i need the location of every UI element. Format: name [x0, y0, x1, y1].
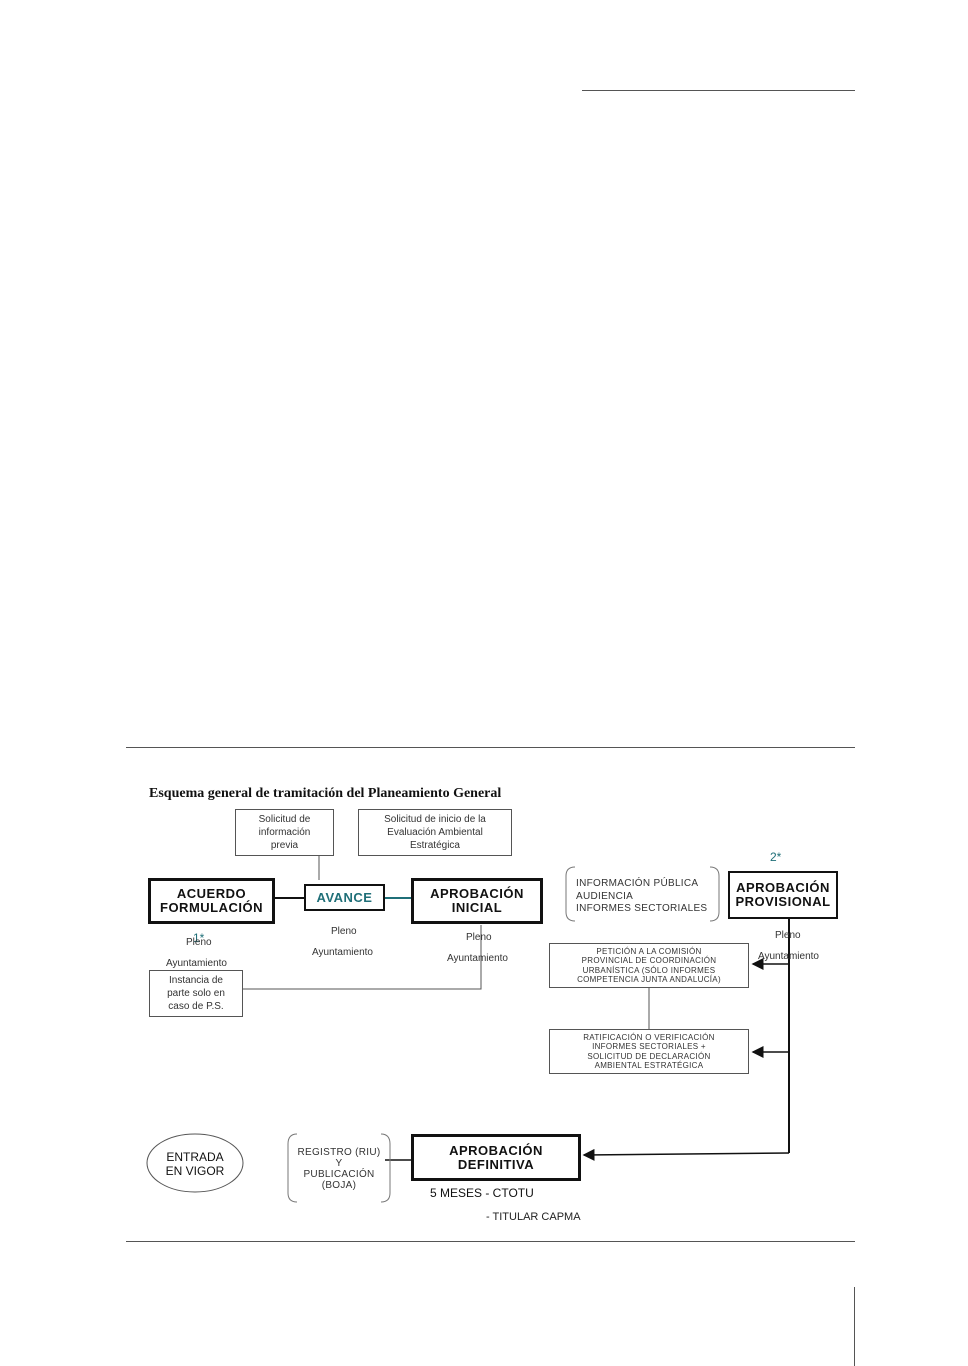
ayuntamiento-label-3: Ayuntamiento: [447, 953, 508, 964]
plazo-label: 5 MESES - CTOTU: [430, 1186, 534, 1200]
entrada-vigor-ellipse: [146, 1133, 244, 1193]
box-peticion-comision: PETICIÓN A LA COMISIÓN PROVINCIAL DE COO…: [549, 943, 749, 988]
box-instancia-parte: Instancia de parte solo en caso de P.S.: [149, 970, 243, 1017]
pleno-label-1: Pleno: [186, 937, 212, 948]
box-aprobacion-definitiva: APROBACIÓN DEFINITIVA: [411, 1134, 581, 1181]
box-aprobacion-provisional: APROBACIÓN PROVISIONAL: [728, 871, 838, 919]
section-top-rule: [126, 747, 855, 748]
arrow-to-definitiva: [582, 1148, 790, 1161]
box-ratificacion: RATIFICACIÓN O VERIFICACIÓN INFORMES SEC…: [549, 1029, 749, 1074]
box-solicitud-informacion: Solicitud de información previa: [235, 809, 334, 856]
connector-instancia-inicial: [243, 925, 482, 990]
box-acuerdo-formulacion: ACUERDO FORMULACIÓN: [148, 878, 275, 924]
titular-label: - TITULAR CAPMA: [486, 1211, 581, 1223]
box-aprobacion-inicial: APROBACIÓN INICIAL: [411, 878, 543, 924]
pleno-label-3: Pleno: [466, 932, 492, 943]
box-avance: AVANCE: [304, 884, 385, 911]
note-1: 1*: [193, 931, 205, 945]
bracket-info-left: [565, 866, 576, 922]
ayuntamiento-label-2: Ayuntamiento: [312, 947, 373, 958]
bracket-registro-left: [287, 1133, 298, 1203]
entrada-vigor-label: ENTRADA EN VIGOR: [165, 1150, 225, 1178]
info-publica-text: INFORMACIÓN PÚBLICA AUDIENCIA INFORMES S…: [576, 878, 708, 914]
bracket-info-right: [709, 866, 720, 922]
bracket-registro-right: [380, 1133, 391, 1203]
ayuntamiento-label-1: Ayuntamiento: [166, 958, 227, 969]
pleno-label-2: Pleno: [331, 926, 357, 937]
section-bottom-rule: [126, 1241, 855, 1242]
registro-text: REGISTRO (RIU) Y PUBLICACIÓN (BOJA): [297, 1147, 381, 1191]
diagram-title: Esquema general de tramitación del Plane…: [149, 786, 502, 801]
box-solicitud-eae: Solicitud de inicio de la Evaluación Amb…: [358, 809, 512, 856]
pleno-label-4: Pleno: [775, 930, 801, 941]
ayuntamiento-label-4: Ayuntamiento: [758, 951, 819, 962]
header-rule: [582, 90, 855, 91]
margin-rule: [854, 1287, 855, 1366]
note-2: 2*: [770, 850, 782, 864]
